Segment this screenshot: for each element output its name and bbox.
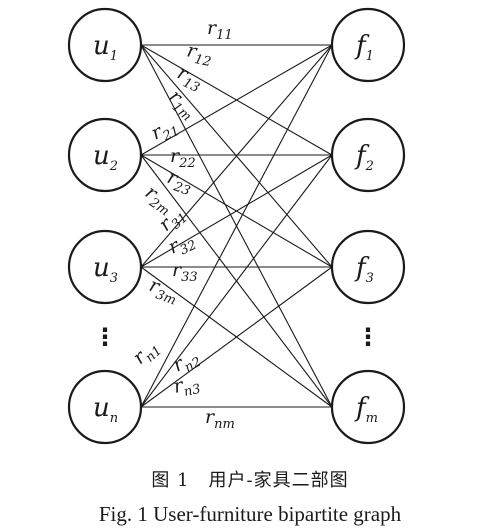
edge-label-r22: r22 [170, 145, 196, 171]
edge-label-r11: r11 [207, 17, 233, 43]
furniture-circle [330, 117, 406, 193]
furniture-circle [330, 369, 406, 445]
edge-un-f1 [140, 44, 333, 408]
furniture-node-fm: fm [330, 369, 406, 445]
furniture-node-f3: f3 [330, 229, 406, 305]
user-label: u3 [93, 253, 118, 286]
edges [140, 44, 333, 408]
user-label: u2 [93, 141, 118, 174]
edge-u2-f1 [140, 44, 333, 156]
user-node-u2: u2 [67, 117, 143, 193]
edge-u3-f2 [140, 154, 333, 268]
ellipses: ⋮⋮ [93, 323, 380, 351]
edge-label-r3m: r3m [145, 274, 182, 309]
furniture-node-f2: f2 [330, 117, 406, 193]
user-circle [67, 369, 143, 445]
edge-label-r23: r23 [163, 166, 196, 199]
furniture-node-f1: f1 [330, 7, 406, 83]
edge-label-rn1: rn1 [129, 335, 166, 372]
edge-label-rnm: rnm [205, 406, 235, 432]
user-circle [67, 7, 143, 83]
edge-label-r21: r21 [148, 114, 182, 148]
edge-label-rn2: rn2 [169, 345, 204, 380]
user-label: u1 [93, 31, 118, 64]
edge-un-f2 [140, 154, 333, 408]
user-circle [67, 229, 143, 305]
furniture-ellipsis: ⋮ [356, 323, 380, 351]
user-ellipsis: ⋮ [93, 323, 117, 351]
edge-u3-f1 [140, 44, 333, 268]
edge-label-rn3: rn3 [171, 371, 202, 402]
edge-label-r12: r12 [184, 39, 214, 70]
furniture-circle [330, 229, 406, 305]
edge-un-f3 [140, 266, 333, 408]
user-node-u1: u1 [67, 7, 143, 83]
user-circle [67, 117, 143, 193]
user-label: un [93, 393, 118, 426]
nodes: u1 u2 u3 un f1 f2 f3 fm [67, 7, 406, 445]
furniture-circle [330, 7, 406, 83]
edge-label-r33: r33 [172, 259, 198, 285]
caption-chinese: 图 1 用户-家具二部图 [151, 470, 349, 491]
caption-english: Fig. 1 User-furniture bipartite graph [98, 502, 402, 526]
user-node-un: un [67, 369, 143, 445]
user-node-u3: u3 [67, 229, 143, 305]
